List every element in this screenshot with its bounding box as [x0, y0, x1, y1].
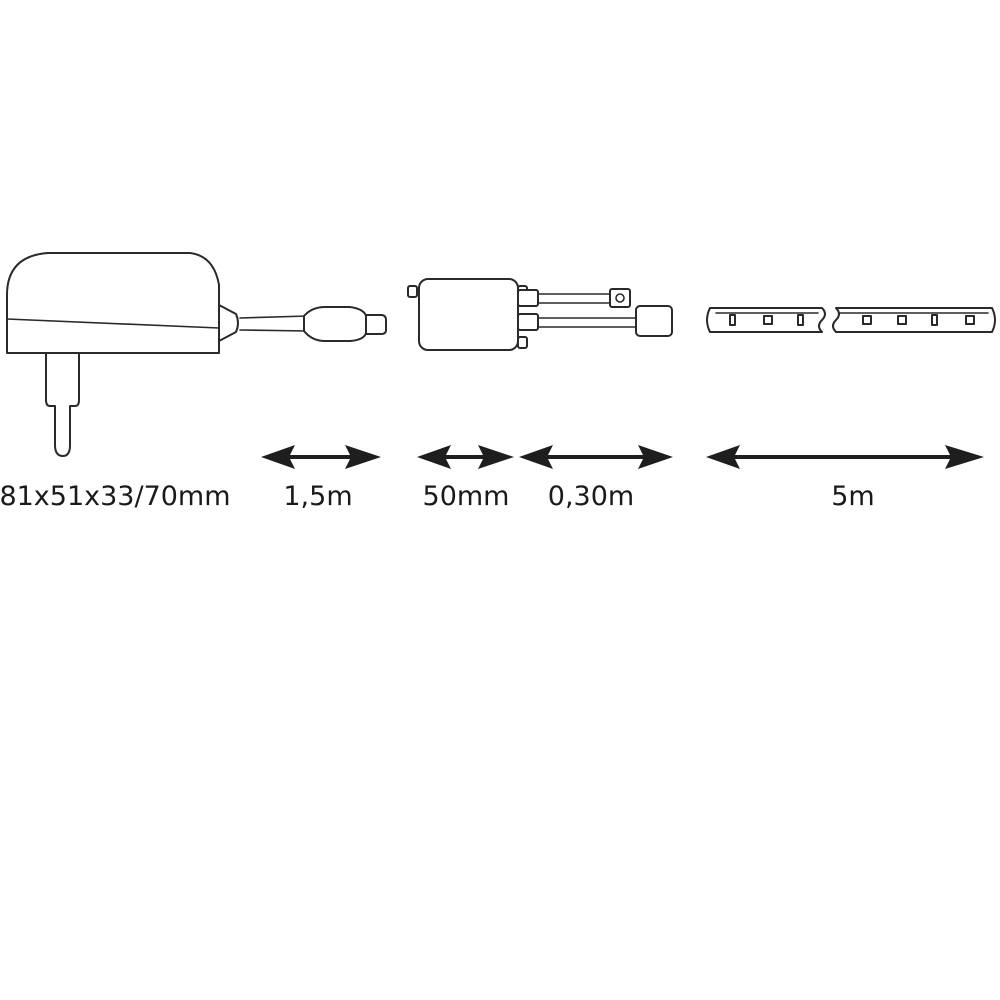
controller-body: [418, 278, 519, 351]
plug-pin: [45, 349, 80, 457]
adapter-body: [6, 252, 220, 354]
ir-sensor-icon: [609, 288, 631, 308]
strip-length-label: 5m: [831, 481, 874, 512]
controller-icon: [407, 278, 673, 351]
adapter-cable-length-label: 1,5m: [283, 481, 352, 512]
adapter-dimension-label: 81x51x33/70mm: [0, 481, 231, 512]
led-chip: [729, 314, 975, 326]
strip-connector-icon: [635, 305, 673, 337]
dimension-arrow: [519, 445, 673, 469]
dc-plug-icon: [303, 306, 387, 342]
led-strip-segment: [832, 307, 996, 333]
dimension-arrow: [706, 445, 984, 469]
dimension-arrow: [417, 445, 514, 469]
controller-cable-length-label: 0,30m: [548, 481, 634, 512]
led-strip-icon: [706, 307, 996, 333]
adapter-cable: [239, 315, 309, 332]
cable-strain-relief: [218, 304, 239, 342]
power-adapter-icon: [6, 252, 387, 457]
dimension-arrow: [261, 445, 381, 469]
controller-dimension-label: 50mm: [423, 481, 510, 512]
